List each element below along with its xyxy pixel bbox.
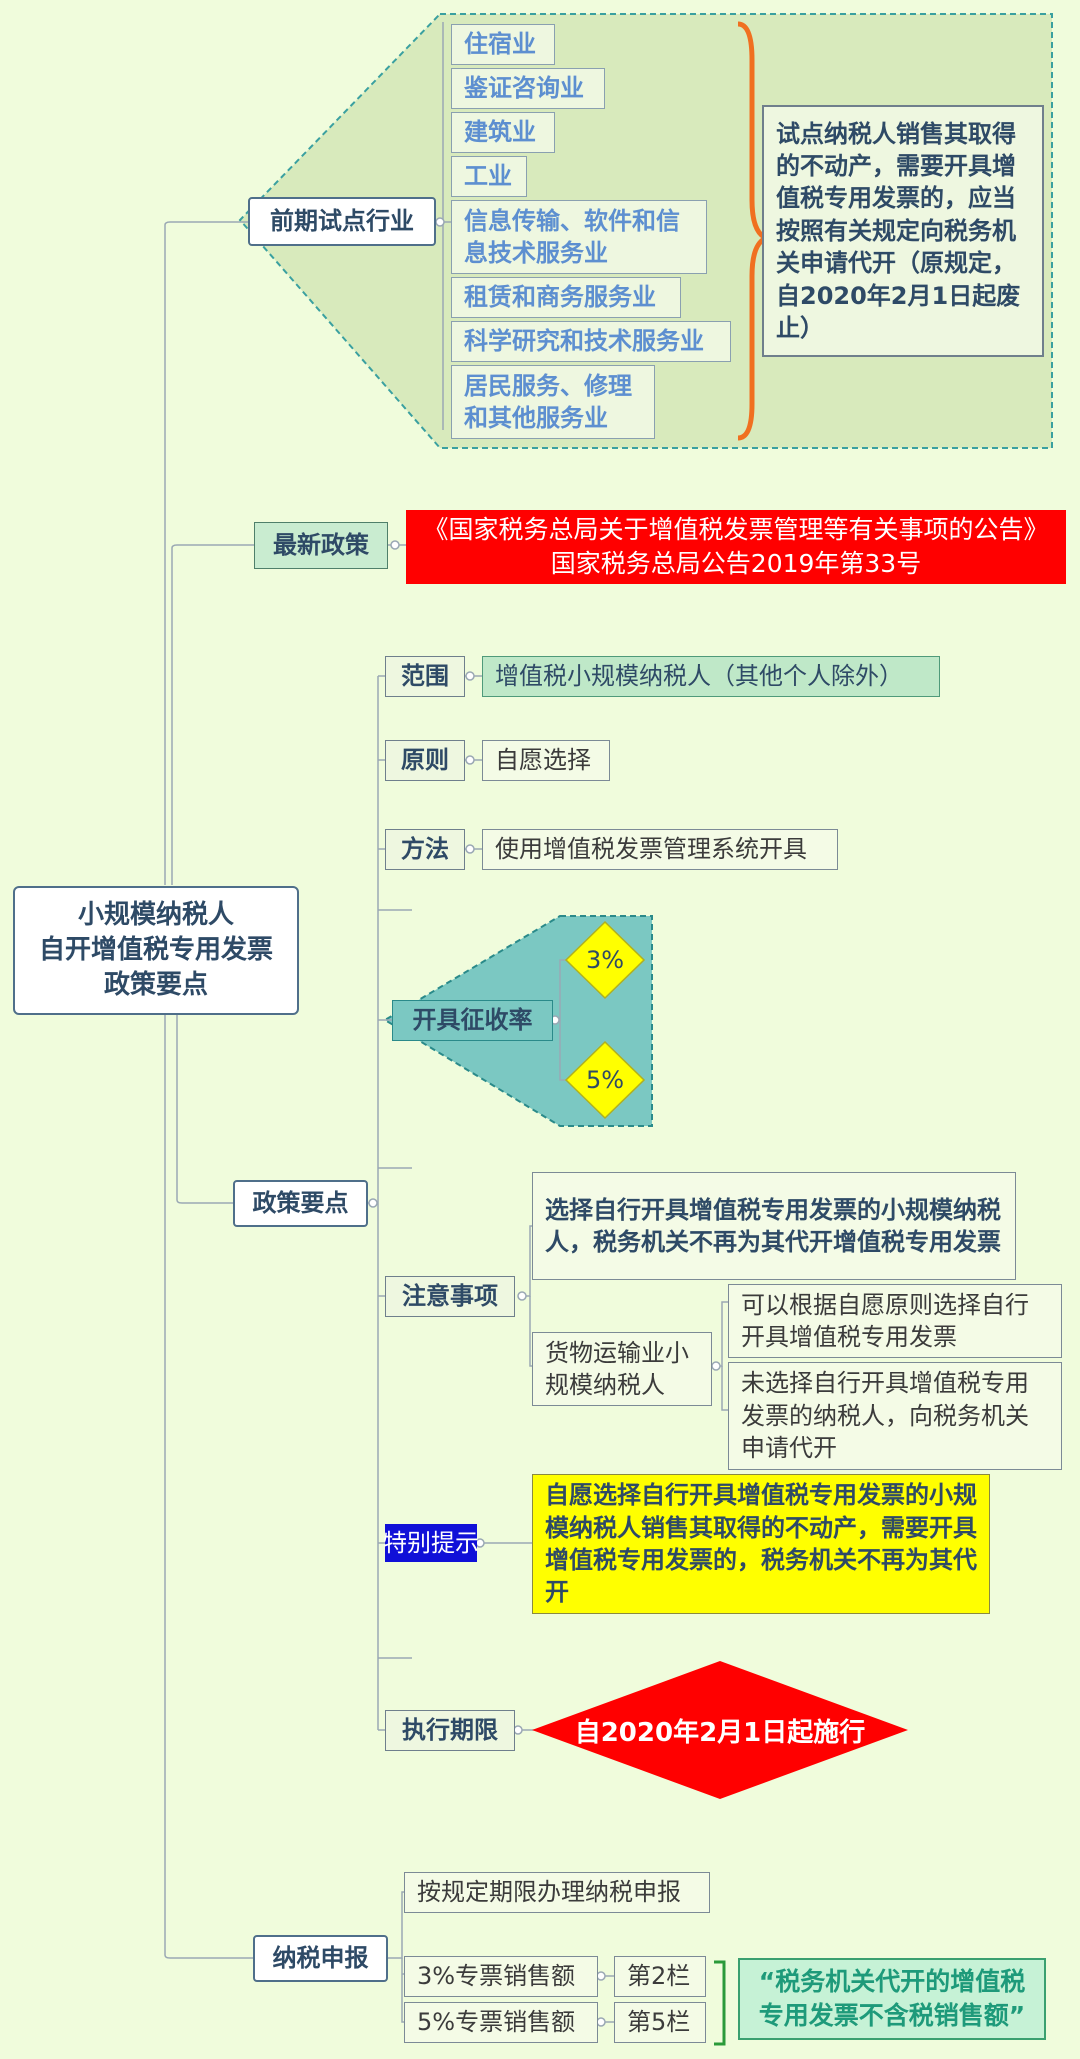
root-node[interactable]: 小规模纳税人 自开增值税专用发票 政策要点 — [13, 886, 299, 1015]
tax-declaration-node[interactable]: 纳税申报 — [253, 1935, 388, 1982]
industry-item[interactable]: 住宿业 — [451, 24, 555, 65]
industry-item[interactable]: 居民服务、修理和其他服务业 — [451, 365, 655, 439]
notes-freight-option-2[interactable]: 未选择自行开具增值税专用发票的纳税人，向税务机关申请代开 — [728, 1362, 1062, 1470]
notes-freight[interactable]: 货物运输业小规模纳税人 — [532, 1332, 712, 1406]
root-line2: 自开增值税专用发票 — [38, 934, 273, 965]
deadline-value[interactable]: 自2020年2月1日起施行 — [574, 1717, 866, 1748]
rate-3[interactable]: 3% — [585, 946, 625, 974]
pilot-industries-node[interactable]: 前期试点行业 — [248, 197, 436, 246]
scope-label[interactable]: 范围 — [385, 656, 465, 697]
policy-points-node[interactable]: 政策要点 — [233, 1180, 368, 1227]
scope-value[interactable]: 增值税小规模纳税人（其他个人除外） — [482, 656, 940, 697]
industry-item[interactable]: 科学研究和技术服务业 — [451, 321, 731, 362]
rate-5[interactable]: 5% — [585, 1066, 625, 1094]
latest-policy-doc[interactable]: 《国家税务总局关于增值税发票管理等有关事项的公告》 国家税务总局公告2019年第… — [406, 510, 1066, 584]
diamond-3 — [564, 920, 646, 1000]
declare-row-5[interactable]: 5%专票销售额 — [404, 2002, 598, 2043]
special-tip-label[interactable]: 特别提示 — [383, 1524, 479, 1562]
method-label[interactable]: 方法 — [385, 829, 465, 870]
root-line3: 政策要点 — [103, 970, 208, 1001]
declare-row-3-column[interactable]: 第2栏 — [614, 1956, 706, 1997]
pilot-note[interactable]: 试点纳税人销售其取得的不动产，需要开具增值税专用发票的，应当按照有关规定向税务机… — [762, 105, 1044, 357]
industry-item[interactable]: 信息传输、软件和信息技术服务业 — [451, 200, 707, 274]
latest-policy-title: 《国家税务总局关于增值税发票管理等有关事项的公告》 — [423, 515, 1049, 545]
latest-policy-node[interactable]: 最新政策 — [254, 522, 388, 569]
deadline-diamond — [532, 1661, 908, 1799]
declare-quote[interactable]: “税务机关代开的增值税专用发票不含税销售额” — [738, 1958, 1046, 2040]
method-value[interactable]: 使用增值税发票管理系统开具 — [482, 829, 838, 870]
principle-value[interactable]: 自愿选择 — [482, 740, 610, 781]
declare-item-deadline[interactable]: 按规定期限办理纳税申报 — [404, 1872, 710, 1913]
rate-label[interactable]: 开具征收率 — [392, 1000, 553, 1041]
diamond-5 — [564, 1040, 646, 1120]
declare-row-3[interactable]: 3%专票销售额 — [404, 1956, 598, 1997]
notes-label[interactable]: 注意事项 — [385, 1276, 515, 1317]
green-bracket — [714, 1960, 726, 2046]
deadline-label[interactable]: 执行期限 — [385, 1710, 515, 1751]
industry-item[interactable]: 鉴证咨询业 — [451, 68, 605, 109]
industry-item[interactable]: 建筑业 — [451, 112, 555, 153]
principle-label[interactable]: 原则 — [385, 740, 465, 781]
notes-main[interactable]: 选择自行开具增值税专用发票的小规模纳税人，税务机关不再为其代开增值税专用发票 — [532, 1172, 1016, 1280]
notes-freight-option-1[interactable]: 可以根据自愿原则选择自行开具增值税专用发票 — [728, 1284, 1062, 1358]
special-tip-value[interactable]: 自愿选择自行开具增值税专用发票的小规模纳税人销售其取得的不动产，需要开具增值税专… — [532, 1474, 990, 1614]
industry-item[interactable]: 租赁和商务服务业 — [451, 277, 681, 318]
latest-policy-number: 国家税务总局公告2019年第33号 — [550, 549, 922, 578]
industry-item[interactable]: 工业 — [451, 156, 527, 197]
root-line1: 小规模纳税人 — [77, 899, 234, 930]
declare-row-5-column[interactable]: 第5栏 — [614, 2002, 706, 2043]
